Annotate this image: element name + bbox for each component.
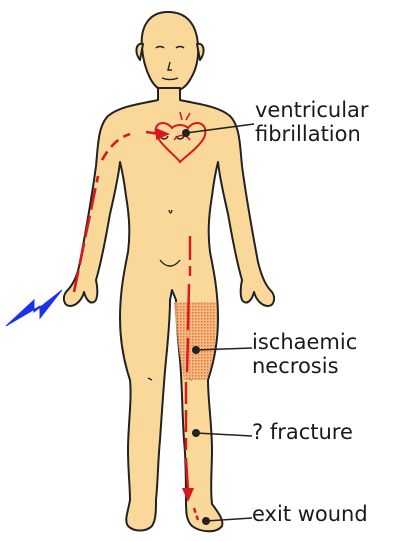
label-vf-line1: ventricular	[255, 98, 369, 122]
label-ventricular-fibrillation: ventricular fibrillation	[255, 98, 369, 146]
label-isch-line2: necrosis	[252, 354, 357, 378]
lightning-bolt-icon	[6, 290, 62, 326]
label-ischaemic-necrosis: ischaemic necrosis	[252, 330, 357, 378]
label-isch-line1: ischaemic	[252, 330, 357, 354]
label-vf-line2: fibrillation	[255, 122, 369, 146]
label-fracture: ? fracture	[252, 420, 353, 444]
body-silhouette	[64, 12, 274, 531]
label-exit-wound: exit wound	[252, 502, 368, 526]
